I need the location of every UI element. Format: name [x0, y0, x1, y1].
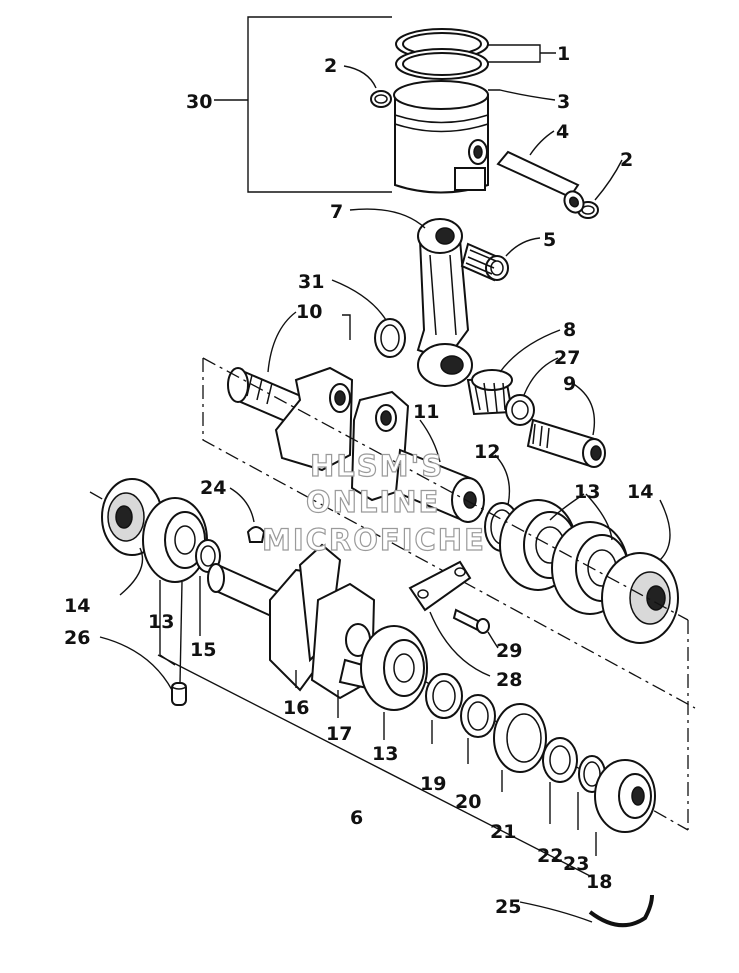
snap-ring — [588, 894, 654, 928]
callout-13: 13 — [148, 611, 174, 633]
callout-25: 25 — [495, 896, 521, 918]
watermark-line-3: MICROFICHE — [262, 523, 486, 557]
big-end-bearing — [466, 369, 514, 416]
callout-6: 6 — [350, 807, 363, 829]
callout-13: 13 — [574, 481, 600, 503]
callout-13: 13 — [372, 743, 398, 765]
crankshaft-right-half — [350, 390, 485, 523]
callout-21: 21 — [490, 821, 516, 843]
bearing-21 — [493, 703, 547, 773]
callout-14: 14 — [627, 481, 653, 503]
callout-9: 9 — [563, 373, 576, 395]
main-bearing-left — [142, 497, 208, 583]
callout-31: 31 — [298, 271, 324, 293]
watermark-line-2: ONLINE — [306, 485, 440, 519]
callout-2: 2 — [620, 149, 633, 171]
o-ring — [374, 318, 406, 358]
circlip-left — [370, 90, 392, 108]
callout-23: 23 — [563, 853, 589, 875]
callout-4: 4 — [556, 121, 569, 143]
callout-18: 18 — [586, 871, 612, 893]
callout-2: 2 — [324, 55, 337, 77]
crankshaft-left-half — [227, 366, 354, 472]
collar-19 — [425, 673, 463, 719]
piston — [393, 80, 489, 194]
callout-16: 16 — [283, 697, 309, 719]
screw — [452, 608, 490, 634]
crank-washer — [505, 394, 535, 426]
callout-28: 28 — [496, 669, 522, 691]
callout-22: 22 — [537, 845, 563, 867]
callout-1: 1 — [557, 43, 570, 65]
callout-17: 17 — [326, 723, 352, 745]
woodruff-key — [246, 526, 266, 543]
callout-14: 14 — [64, 595, 90, 617]
watermark-line-1: HLSM'S — [310, 449, 444, 483]
callout-20: 20 — [455, 791, 481, 813]
small-end-bearing — [460, 242, 509, 282]
callout-24: 24 — [200, 477, 226, 499]
callout-26: 26 — [64, 627, 90, 649]
gasket-plate — [408, 560, 472, 612]
callout-12: 12 — [474, 441, 500, 463]
piston-pin — [496, 150, 585, 214]
callout-11: 11 — [413, 401, 439, 423]
piston-rings — [395, 28, 489, 80]
piston-assembly-bracket — [247, 16, 392, 193]
callout-27: 27 — [554, 347, 580, 369]
callout-15: 15 — [190, 639, 216, 661]
connecting-rod — [416, 218, 473, 387]
bearing-18 — [594, 759, 656, 833]
callout-8: 8 — [563, 319, 576, 341]
dowel-pin — [171, 682, 187, 706]
crank-pin — [526, 418, 606, 468]
oil-seal-right — [601, 552, 679, 644]
crankshaft-assembly — [207, 543, 382, 700]
callout-19: 19 — [420, 773, 446, 795]
collar-20 — [460, 694, 496, 738]
callout-7: 7 — [330, 201, 343, 223]
callout-29: 29 — [496, 640, 522, 662]
callout-30: 30 — [186, 91, 212, 113]
main-bearing-lower — [360, 625, 428, 711]
callout-5: 5 — [543, 229, 556, 251]
callout-10: 10 — [296, 301, 322, 323]
callout-3: 3 — [557, 91, 570, 113]
collar-22 — [542, 737, 578, 783]
